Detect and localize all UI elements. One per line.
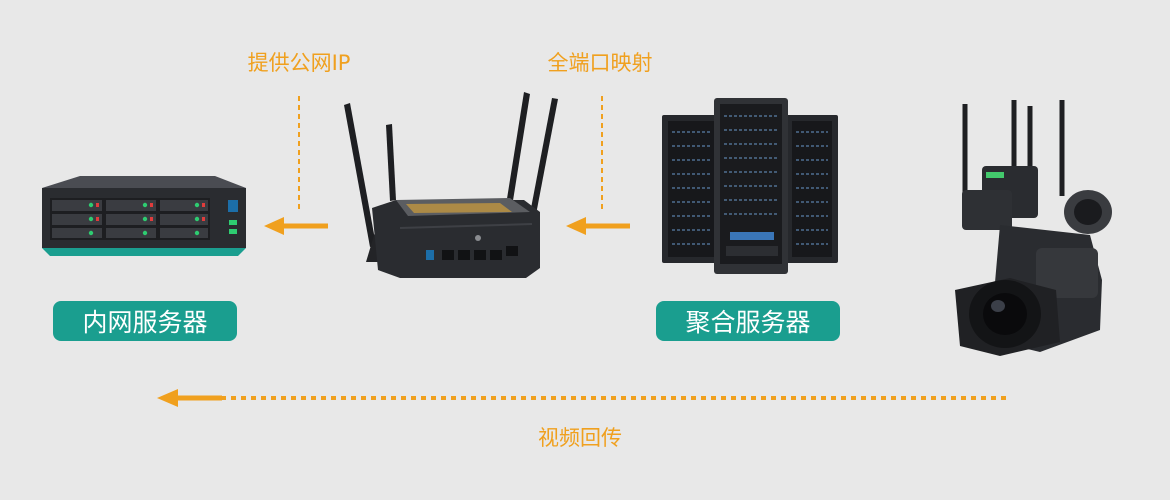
aggregation-server-pill: 聚合服务器 bbox=[656, 301, 840, 341]
video-return-label: 视频回传 bbox=[538, 426, 622, 450]
arrow-video-return bbox=[157, 389, 1006, 407]
camera-device bbox=[955, 100, 1112, 356]
lan-server-label: 内网服务器 bbox=[82, 308, 208, 337]
lan-server-pill: 内网服务器 bbox=[53, 301, 237, 341]
aggregation-server-label: 聚合服务器 bbox=[685, 308, 811, 337]
aggregation-server-device bbox=[662, 98, 838, 274]
router-device bbox=[344, 92, 558, 278]
arrow-router-to-lan-server bbox=[264, 217, 328, 235]
arrow-aggregation-to-router bbox=[566, 217, 630, 235]
public-ip-label: 提供公网IP bbox=[247, 51, 351, 75]
lan-server-device bbox=[42, 176, 246, 256]
port-mapping-label: 全端口映射 bbox=[547, 51, 653, 75]
